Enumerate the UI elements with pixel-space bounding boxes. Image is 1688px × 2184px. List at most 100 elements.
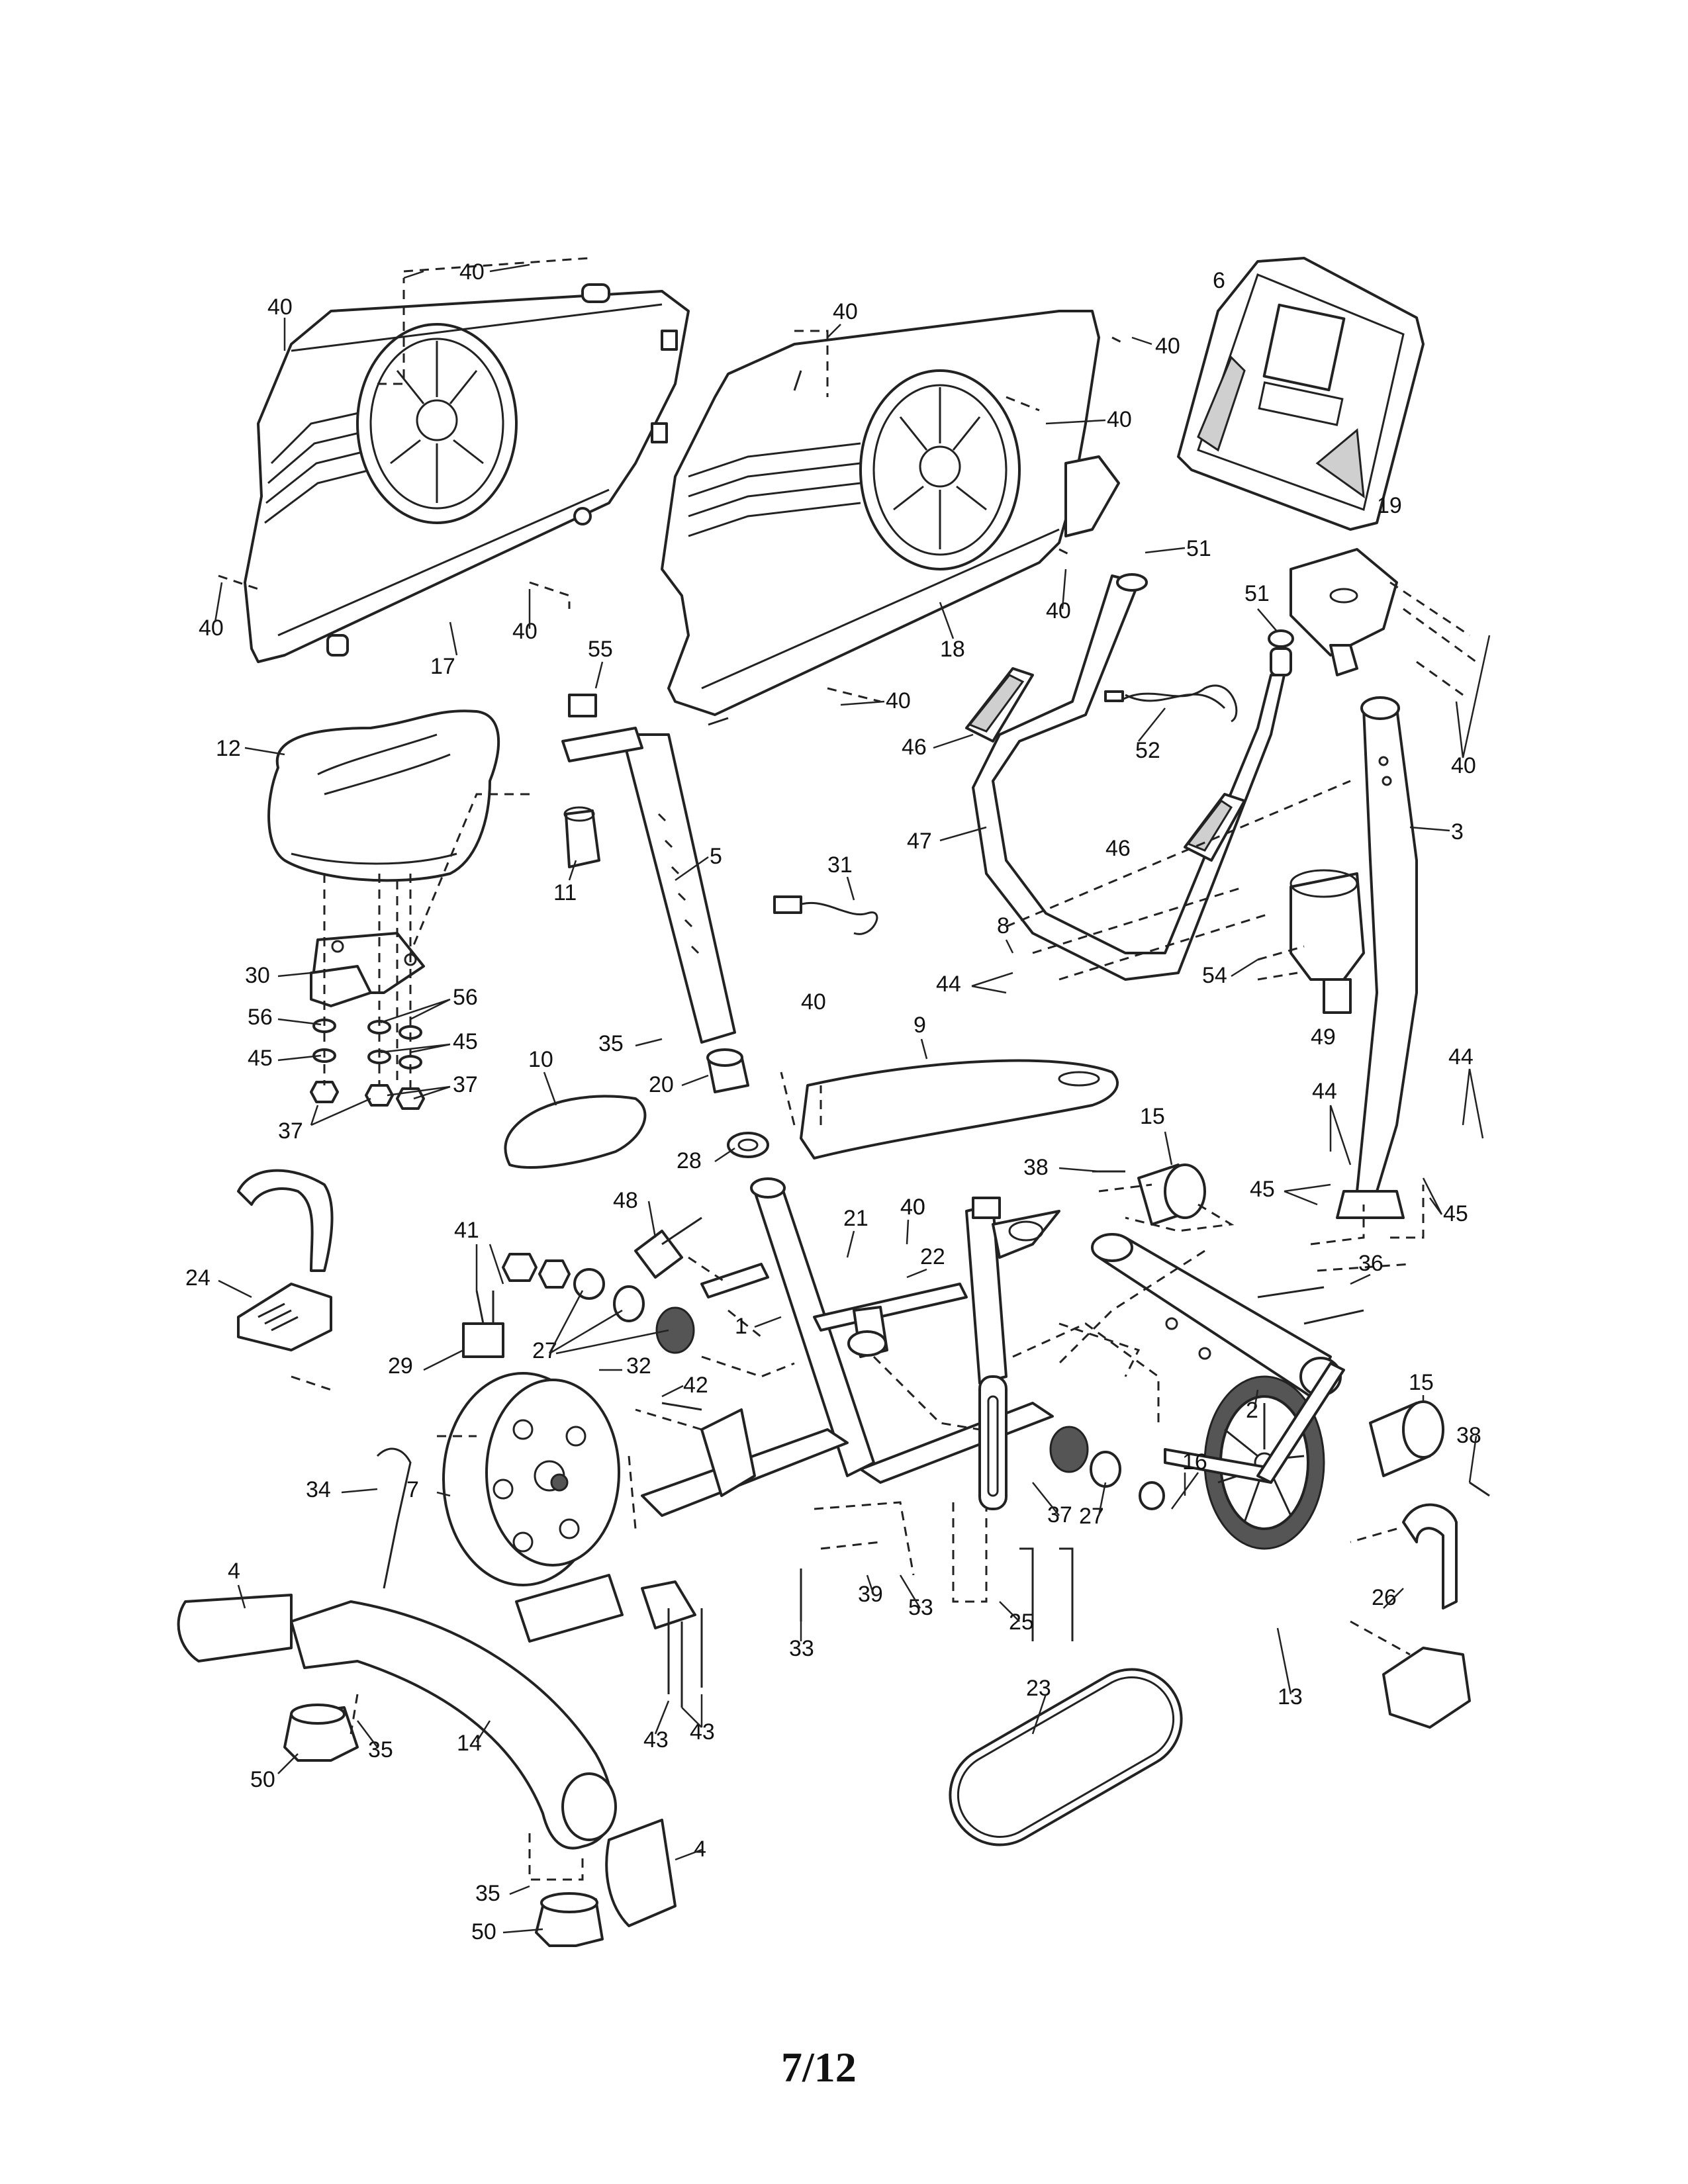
callout-55: 55 bbox=[588, 637, 613, 662]
callout-52: 52 bbox=[1135, 738, 1160, 763]
wheels-15 bbox=[1137, 1163, 1444, 1477]
callout-40: 40 bbox=[900, 1195, 925, 1220]
callout-53: 53 bbox=[908, 1595, 933, 1620]
console-bracket-19 bbox=[1289, 548, 1398, 676]
page-number: 7/12 bbox=[781, 2044, 857, 2091]
right-shield-18 bbox=[661, 310, 1120, 726]
callout-7: 7 bbox=[406, 1477, 419, 1502]
callout-15: 15 bbox=[1409, 1370, 1434, 1395]
callout-40: 40 bbox=[199, 615, 224, 641]
callout-15: 15 bbox=[1140, 1104, 1165, 1129]
slide-25 bbox=[978, 1375, 1008, 1510]
upright-3 bbox=[1336, 696, 1418, 1219]
callout-16: 16 bbox=[1182, 1449, 1207, 1475]
callout-22: 22 bbox=[920, 1244, 945, 1269]
callout-41: 41 bbox=[454, 1218, 479, 1243]
callout-40: 40 bbox=[459, 259, 485, 285]
callout-40: 40 bbox=[1107, 407, 1132, 432]
callout-leaders bbox=[214, 263, 1491, 1934]
callout-49: 49 bbox=[1311, 1024, 1336, 1050]
callout-labels: 40 40 40 40 40 40 40 40 40 40 40 40 6 19… bbox=[185, 259, 1481, 1944]
rear-tube-2 bbox=[1091, 1233, 1342, 1398]
pulse-grips-46 bbox=[965, 667, 1246, 862]
callout-14: 14 bbox=[457, 1731, 482, 1756]
cap-55 bbox=[568, 694, 597, 717]
callout-44: 44 bbox=[936, 972, 961, 997]
wire-harnesses bbox=[773, 684, 1238, 935]
callout-30: 30 bbox=[245, 963, 270, 988]
callout-45: 45 bbox=[248, 1046, 273, 1071]
callout-5: 5 bbox=[710, 844, 722, 869]
bolts bbox=[376, 1170, 1490, 1707]
callout-28: 28 bbox=[677, 1148, 702, 1173]
callout-56: 56 bbox=[453, 985, 478, 1010]
callout-18: 18 bbox=[940, 637, 965, 662]
callout-56: 56 bbox=[248, 1005, 273, 1030]
callout-35: 35 bbox=[598, 1031, 624, 1056]
callout-40: 40 bbox=[801, 989, 826, 1015]
callout-35: 35 bbox=[475, 1881, 500, 1906]
callout-12: 12 bbox=[216, 736, 241, 761]
callout-40: 40 bbox=[1046, 598, 1071, 623]
callout-4: 4 bbox=[694, 1837, 706, 1862]
console-6 bbox=[1177, 257, 1425, 531]
callout-45: 45 bbox=[1443, 1201, 1468, 1226]
callout-20: 20 bbox=[649, 1072, 674, 1097]
callout-36: 36 bbox=[1358, 1251, 1383, 1276]
callout-38: 38 bbox=[1456, 1423, 1481, 1448]
callout-11: 11 bbox=[553, 880, 577, 905]
assembly-lines bbox=[218, 257, 1477, 1881]
callout-42: 42 bbox=[683, 1373, 708, 1398]
main-frame-1 bbox=[641, 1177, 1060, 1629]
callout-40: 40 bbox=[886, 688, 911, 713]
end-caps-4 bbox=[177, 1594, 677, 1927]
callout-47: 47 bbox=[907, 829, 932, 854]
callout-4: 4 bbox=[228, 1559, 240, 1584]
callout-26: 26 bbox=[1372, 1585, 1397, 1610]
callout-19: 19 bbox=[1377, 493, 1402, 518]
callout-45: 45 bbox=[1250, 1177, 1275, 1202]
wire-31-plug bbox=[773, 895, 802, 914]
leveler-feet-50 bbox=[283, 1704, 604, 1947]
drive-belt-23 bbox=[949, 1668, 1183, 1846]
front-stabilizer-14 bbox=[290, 1574, 624, 1850]
callout-40: 40 bbox=[1155, 334, 1180, 359]
seat-post-5 bbox=[409, 694, 736, 1044]
callout-50: 50 bbox=[250, 1767, 275, 1792]
seat-hardware bbox=[310, 874, 425, 1110]
callout-29: 29 bbox=[388, 1353, 413, 1379]
callout-40: 40 bbox=[900, 1195, 925, 1220]
callout-38: 38 bbox=[1023, 1155, 1049, 1180]
callout-31: 31 bbox=[827, 852, 853, 878]
callout-6: 6 bbox=[1213, 268, 1225, 293]
bushings-20-28 bbox=[706, 1048, 769, 1158]
seat-12 bbox=[267, 709, 500, 882]
callout-40: 40 bbox=[833, 299, 858, 324]
callout-44: 44 bbox=[1312, 1079, 1337, 1104]
handlebar-47 bbox=[972, 573, 1294, 981]
callout-37: 37 bbox=[453, 1072, 478, 1097]
magnet-29 bbox=[462, 1290, 504, 1358]
callout-32: 32 bbox=[626, 1353, 651, 1379]
front-shroud-9 bbox=[800, 1059, 1119, 1160]
callout-9: 9 bbox=[914, 1013, 926, 1038]
left-shield-17 bbox=[244, 283, 690, 663]
callout-23: 23 bbox=[1026, 1676, 1051, 1701]
callout-24: 24 bbox=[185, 1265, 211, 1291]
pulley-13 bbox=[1164, 1362, 1345, 1550]
pedal-26 bbox=[1382, 1503, 1471, 1729]
callout-54: 54 bbox=[1202, 963, 1227, 988]
end-cap-51a bbox=[1116, 573, 1148, 592]
end-cap-51b bbox=[1268, 629, 1294, 648]
callout-40: 40 bbox=[512, 619, 538, 644]
bottle-holder-49 bbox=[1289, 869, 1365, 1014]
callout-25: 25 bbox=[1009, 1610, 1034, 1635]
flywheel-7 bbox=[442, 1372, 620, 1586]
callout-37: 37 bbox=[278, 1118, 303, 1144]
small-shroud-10 bbox=[504, 1095, 647, 1169]
callout-51: 51 bbox=[1244, 581, 1270, 606]
callout-34: 34 bbox=[306, 1477, 331, 1502]
callout-21: 21 bbox=[843, 1206, 868, 1231]
